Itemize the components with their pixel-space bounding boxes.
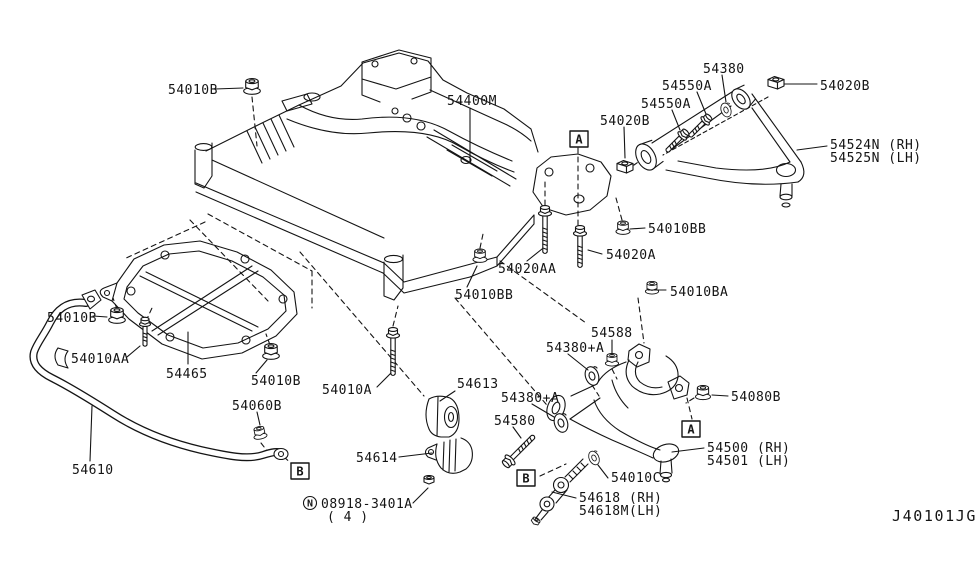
- connector-box-b-1: [290, 462, 310, 480]
- nut-54080b-icon: [695, 385, 711, 401]
- bolt-54010aa-icon: [138, 316, 152, 347]
- label-54524n: 54524N (RH): [830, 138, 922, 153]
- label-08918-number: 08918-3401A: [321, 497, 413, 512]
- label-54010a: 54010A: [322, 383, 372, 398]
- label-54610: 54610: [72, 463, 114, 478]
- label-54380: 54380: [703, 62, 745, 77]
- label-54500: 54500 (RH): [707, 441, 790, 456]
- connector-box-a-2: [681, 420, 701, 438]
- connector-letter-a-1: A: [575, 133, 583, 147]
- label-54020a: 54020A: [606, 248, 656, 263]
- label-54020aa: 54020AA: [498, 262, 556, 277]
- nut-54010b-left-icon: [108, 307, 126, 324]
- bolt-54010a-icon: [385, 326, 401, 377]
- part-stab-link-54618: [529, 458, 589, 527]
- washer-54010c-icon: [586, 448, 603, 467]
- label-54400m: 54400M: [447, 94, 497, 109]
- nut-54060b-icon: [251, 424, 268, 441]
- label-54060b: 54060B: [232, 399, 282, 414]
- part-lower-link-54500: [546, 343, 690, 483]
- label-54080b: 54080B: [731, 390, 781, 405]
- nut-54380-icon: [718, 101, 734, 119]
- nut-54010ba-icon: [644, 281, 660, 295]
- connector-box-b-2: [516, 469, 536, 487]
- label-54010bb-right: 54010BB: [648, 222, 706, 237]
- label-54380a-1: 54380+A: [546, 341, 604, 356]
- label-54618m: 54618M(LH): [579, 504, 662, 519]
- label-54465: 54465: [166, 367, 208, 382]
- label-54010bb-left: 54010BB: [455, 288, 513, 303]
- label-54010b-mid: 54010B: [251, 374, 301, 389]
- isolator-54020b-left-icon: [616, 159, 634, 174]
- part-labels: 54010B 54400M 54380 54550A 54550A 54020B…: [47, 62, 975, 525]
- label-54020b-right: 54020B: [820, 79, 870, 94]
- connector-box-a-1: [569, 130, 589, 148]
- bolt-54580-icon: [499, 430, 540, 471]
- label-08918-qty: ( 4 ): [327, 510, 369, 525]
- connector-letter-b-2: B: [522, 472, 529, 486]
- connector-letter-a-2: A: [687, 423, 695, 437]
- bolt-54020a-icon: [572, 224, 588, 269]
- isolator-54020b-right-icon: [767, 75, 785, 90]
- label-54380a-2: 54380+A: [501, 391, 559, 406]
- note-circle-n: [302, 495, 318, 511]
- diagram-code: J40101JG: [892, 507, 975, 525]
- connector-letter-b-1: B: [296, 465, 303, 479]
- part-stabilizer-bar-54610: [29, 289, 289, 462]
- label-54618: 54618 (RH): [579, 491, 662, 506]
- label-54588: 54588: [591, 326, 633, 341]
- label-54614: 54614: [356, 451, 398, 466]
- label-54010c: 54010C: [611, 471, 661, 486]
- part-bushing-54613: [425, 395, 460, 438]
- label-54501: 54501 (LH): [707, 454, 790, 469]
- label-54020b-left: 54020B: [600, 114, 650, 129]
- nut-08918-icon: [423, 474, 435, 485]
- link-end-nut-icon: [529, 515, 542, 527]
- nut-54010b-top-icon: [243, 78, 261, 95]
- label-54010b-top: 54010B: [168, 83, 218, 98]
- part-crossmember-54400m: [194, 49, 612, 301]
- leader-lines: [89, 74, 828, 504]
- bolt-54550a-lower-icon: [662, 126, 692, 156]
- bolt-54550a-upper-icon: [685, 111, 715, 141]
- part-clamp-54614: [424, 437, 473, 474]
- projection-lines: [112, 96, 769, 477]
- label-54010aa: 54010AA: [71, 352, 129, 367]
- bolt-54020aa-icon: [537, 204, 553, 255]
- label-54580: 54580: [494, 414, 536, 429]
- nut-54010bb-right-icon: [615, 220, 631, 235]
- label-54010b-left: 54010B: [47, 311, 97, 326]
- nut-54010bb-left-icon: [472, 248, 488, 263]
- label-54550a-2: 54550A: [641, 97, 691, 112]
- label-54525n: 54525N (LH): [830, 151, 922, 166]
- label-54010ba: 54010BA: [670, 285, 728, 300]
- label-54613: 54613: [457, 377, 499, 392]
- label-54550a-1: 54550A: [662, 79, 712, 94]
- note-prefix-n: N: [307, 499, 313, 510]
- nut-54010b-mid-icon: [262, 343, 280, 360]
